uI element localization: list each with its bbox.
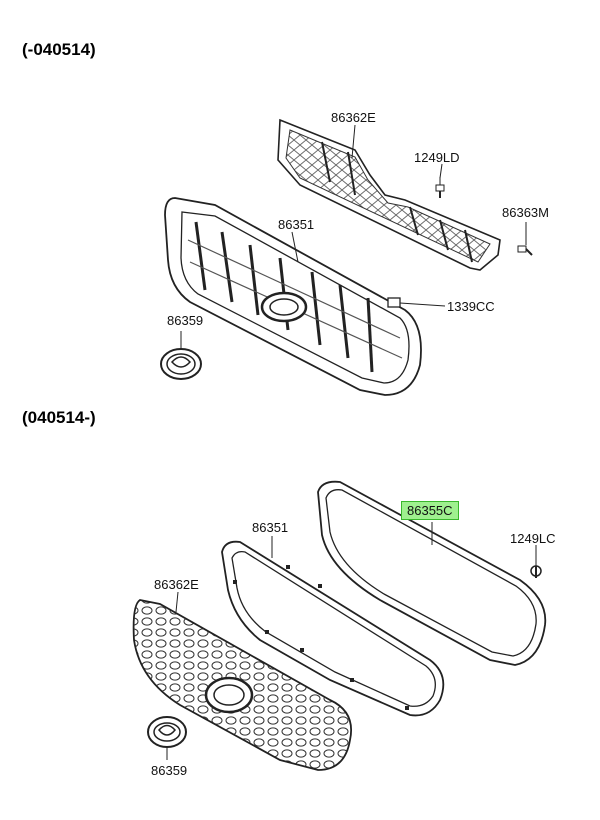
screw-86363m <box>517 222 533 256</box>
lower-grille-frame <box>221 540 445 717</box>
highlighted-part-callout[interactable]: 86355C <box>401 501 459 520</box>
label-86359-lower: 86359 <box>151 763 187 778</box>
lower-leader-lines <box>175 522 537 613</box>
lower-emblem <box>147 716 187 760</box>
upper-mesh-insert <box>277 118 501 271</box>
upper-leader-lines <box>291 124 443 263</box>
clip-1339cc <box>387 297 446 308</box>
section-title-early: (-040514) <box>22 40 96 59</box>
screw-1249ld <box>435 177 445 198</box>
label-1339cc: 1339CC <box>447 299 495 314</box>
label-86351-lower: 86351 <box>252 520 288 535</box>
label-1249ld: 1249LD <box>414 150 460 165</box>
label-86351-upper: 86351 <box>278 217 314 232</box>
upper-grille-frame <box>164 197 422 396</box>
label-86362e-upper: 86362E <box>331 110 376 125</box>
screw-1249lc <box>530 548 542 578</box>
section-title-late: (040514-) <box>22 408 96 427</box>
label-86359-upper: 86359 <box>167 313 203 328</box>
upper-emblem <box>160 331 202 380</box>
label-86362e-lower: 86362E <box>154 577 199 592</box>
lower-honeycomb-grille <box>132 599 352 771</box>
label-1249lc: 1249LC <box>510 531 556 546</box>
grille-gasket <box>317 480 547 666</box>
label-86363m: 86363M <box>502 205 549 220</box>
